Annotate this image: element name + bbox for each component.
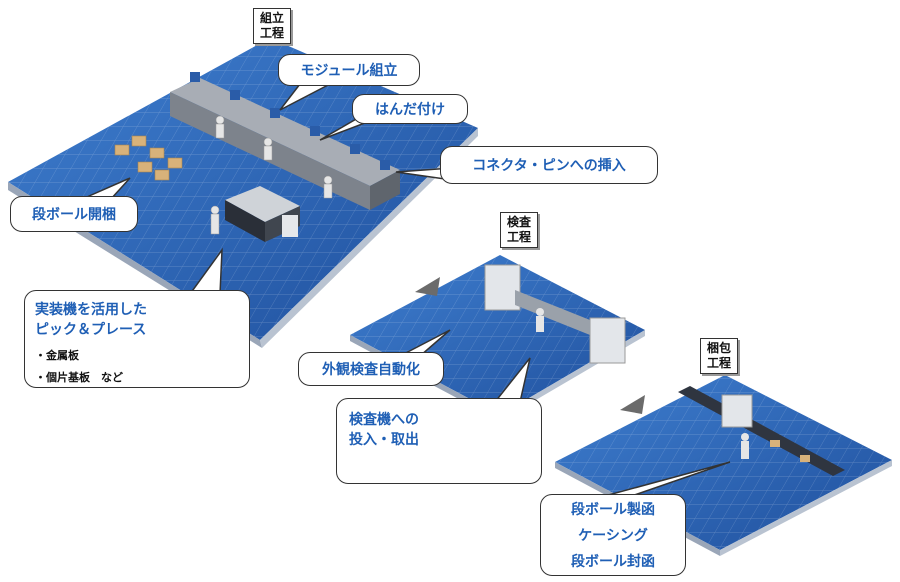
stage-assembly-line1: 組立 xyxy=(260,11,285,25)
visual-inspection-text: 外観検査自動化 xyxy=(322,362,420,378)
callout-visual-inspection: 外観検査自動化 xyxy=(298,352,444,386)
stage-inspection-line2: 工程 xyxy=(507,230,532,244)
packing-conveyor xyxy=(678,386,845,476)
stage-packing-line1: 梱包 xyxy=(707,341,732,355)
stage-inspection-line1: 検査 xyxy=(507,215,532,229)
assembly-workers xyxy=(210,115,333,235)
unboxing-text: 段ボール開梱 xyxy=(32,207,116,223)
soldering-text: はんだ付け xyxy=(375,102,445,118)
stage-label-inspection: 検査 工程 xyxy=(500,212,539,248)
callout-pick-place: 実装機を活用した ピック＆プレース ・金属板 ・個片基板 など xyxy=(24,290,250,388)
stage-packing-line2: 工程 xyxy=(707,356,732,370)
callout-soldering: はんだ付け xyxy=(352,94,468,124)
packing-task-box-forming: 段ボール製函 xyxy=(571,502,655,518)
inspection-machines xyxy=(484,264,626,364)
flow-arrow-1 xyxy=(415,277,440,296)
pick-place-machine xyxy=(225,186,300,242)
inspection-loading-line2: 投入・取出 xyxy=(349,432,419,448)
callout-connector-insert: コネクタ・ピンへの挿入 xyxy=(440,146,658,184)
pick-place-item-metal-plate: ・金属板 xyxy=(35,349,79,362)
connector-insert-text: コネクタ・ピンへの挿入 xyxy=(472,158,626,174)
callout-inspection-loading: 検査機への 投入・取出 xyxy=(336,398,542,484)
callout-module-assembly: モジュール組立 xyxy=(278,54,420,86)
pick-place-item-boards: ・個片基板 など xyxy=(35,371,123,384)
module-assembly-text: モジュール組立 xyxy=(300,63,398,79)
inspection-loading-line1: 検査機への xyxy=(349,412,419,428)
pick-place-title-line2: ピック＆プレース xyxy=(35,322,147,338)
cardboard-boxes xyxy=(114,135,183,181)
callout-packing-tasks: 段ボール製函 ケーシング 段ボール封函 xyxy=(540,494,686,576)
pick-place-title-line1: 実装機を活用した xyxy=(35,302,147,318)
packing-task-casing: ケーシング xyxy=(578,528,648,544)
stage-label-packing: 梱包 工程 xyxy=(700,338,739,374)
flow-arrow-2 xyxy=(620,395,645,414)
stage-assembly-line2: 工程 xyxy=(260,26,285,40)
stage-label-assembly: 組立 工程 xyxy=(253,8,292,44)
packing-task-box-sealing: 段ボール封函 xyxy=(571,554,655,570)
callout-unboxing: 段ボール開梱 xyxy=(10,196,138,232)
